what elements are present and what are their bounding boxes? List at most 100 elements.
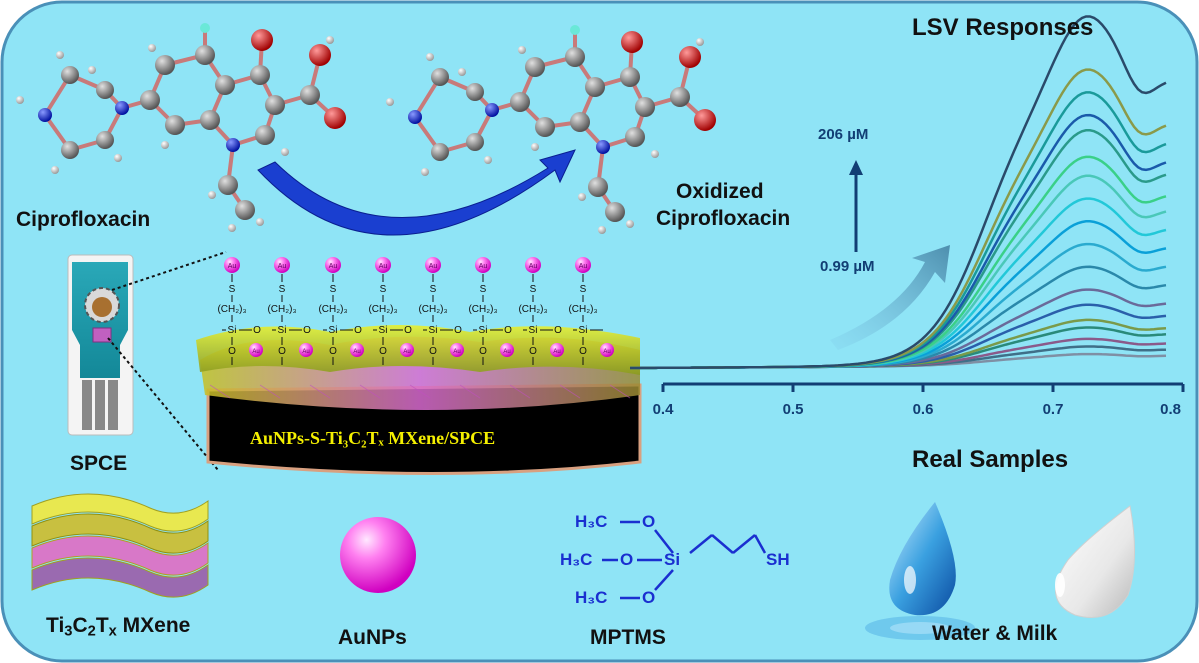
silicon-label: Si <box>379 325 388 336</box>
mptms-o-bot: O <box>642 588 656 607</box>
ch2-label: (CH₂)₃ <box>217 304 246 315</box>
silicon-label: Si <box>278 325 287 336</box>
oxygen-label: O <box>228 346 236 357</box>
au-nanoparticle-embedded <box>299 343 313 357</box>
mxene-ti: Ti <box>46 614 65 637</box>
sulfur-label: S <box>480 284 487 295</box>
au-nanoparticle <box>525 257 541 273</box>
water-milk-label: Water & Milk <box>932 622 1058 645</box>
silicon-label: Si <box>479 325 488 336</box>
au-label: Au <box>228 263 237 270</box>
chart-tick-label: 0.5 <box>783 401 804 418</box>
silicon-label: Si <box>329 325 338 336</box>
zoom-line-bottom <box>107 337 219 471</box>
mptms-h3c-top: H₃C <box>575 512 608 531</box>
increase-arrow <box>830 245 950 350</box>
chart-series <box>630 15 1167 370</box>
electrode-cap-label: AuNPs-S-Ti₃C₂Tₓ MXene/SPCE <box>250 428 496 448</box>
silicon-label: Si <box>529 325 538 336</box>
au-nanoparticle <box>274 257 290 273</box>
au-nanoparticle <box>575 257 591 273</box>
au-label: Au <box>553 349 560 355</box>
au-nanoparticle-embedded <box>500 343 514 357</box>
spce-strip <box>67 254 134 436</box>
sulfur-label: S <box>530 284 537 295</box>
chart-tick-label: 0.7 <box>1043 401 1064 418</box>
au-label: Au <box>353 349 360 355</box>
chart-tick-label: 0.8 <box>1160 401 1181 418</box>
oxidized-label-line2: Ciprofloxacin <box>656 207 791 230</box>
au-nanoparticle-embedded <box>249 343 263 357</box>
sulfur-label: S <box>279 284 286 295</box>
chart-x-ticks: 0.4 0.5 0.6 0.7 0.8 <box>653 384 1185 418</box>
oxygen-label: O <box>504 325 512 336</box>
chart-tick-label: 0.4 <box>653 401 675 418</box>
au-label: Au <box>329 263 338 270</box>
oxygen-label: O <box>479 346 487 357</box>
au-label: Au <box>379 263 388 270</box>
oxidized-label-line1: Oxidized <box>676 180 764 203</box>
oxygen-label: O <box>278 346 286 357</box>
mxene-sheets-icon <box>31 493 209 598</box>
silicon-label: Si <box>228 325 237 336</box>
au-label: Au <box>278 263 287 270</box>
mptms-structure-bonds <box>602 520 767 600</box>
ch2-label: (CH₂)₃ <box>568 304 597 315</box>
sulfur-label: S <box>580 284 587 295</box>
sulfur-label: S <box>430 284 437 295</box>
oxygen-label: O <box>404 325 412 336</box>
au-nanoparticle <box>475 257 491 273</box>
au-nanoparticle-embedded <box>350 343 364 357</box>
spce-label: SPCE <box>70 452 128 475</box>
concentration-arrow-head <box>849 160 863 175</box>
oxygen-label: O <box>579 346 587 357</box>
water-drop-icon <box>865 502 975 640</box>
au-nanoparticle-embedded <box>600 343 614 357</box>
oxidation-arrow <box>257 149 576 236</box>
mxene-label: Ti3C2Tx MXene <box>46 614 190 640</box>
oxygen-label: O <box>253 325 261 336</box>
aunp-sphere-icon <box>340 517 416 593</box>
mxene-c: C <box>72 614 88 637</box>
chart-title: LSV Responses <box>912 14 1094 41</box>
au-label: Au <box>403 349 410 355</box>
oxygen-label: O <box>329 346 337 357</box>
au-nanoparticle-embedded <box>450 343 464 357</box>
ch2-label: (CH₂)₃ <box>468 304 497 315</box>
sulfur-label: S <box>229 284 236 295</box>
oxygen-label: O <box>454 325 462 336</box>
au-label: Au <box>503 349 510 355</box>
oxygen-label: O <box>379 346 387 357</box>
mxene-sub1: 3 <box>64 623 73 640</box>
au-label: Au <box>429 263 438 270</box>
lsv-curve <box>630 15 1167 370</box>
mptms-o-mid: O <box>620 550 634 569</box>
silicon-label: Si <box>429 325 438 336</box>
concentration-high-label: 206 µM <box>818 126 869 143</box>
ch2-label: (CH₂)₃ <box>518 304 547 315</box>
milk-drop-icon <box>1055 505 1135 618</box>
au-nanoparticle <box>375 257 391 273</box>
ch2-label: (CH₂)₃ <box>267 304 296 315</box>
mxene-t: T <box>95 614 109 637</box>
sulfur-label: S <box>380 284 387 295</box>
oxygen-label: O <box>303 325 311 336</box>
oxygen-label: O <box>429 346 437 357</box>
au-label: Au <box>529 263 538 270</box>
ch2-label: (CH₂)₃ <box>368 304 397 315</box>
oxygen-label: O <box>554 325 562 336</box>
oxygen-label: O <box>354 325 362 336</box>
concentration-low-label: 0.99 µM <box>820 258 875 275</box>
chart-tick-label: 0.6 <box>913 401 934 418</box>
ciprofloxacin-label: Ciprofloxacin <box>16 208 151 231</box>
au-label: Au <box>479 263 488 270</box>
oxidized-ciprofloxacin-molecule <box>386 25 716 234</box>
mxene-sub2: 2 <box>87 623 96 640</box>
au-label: Au <box>252 349 259 355</box>
mptms-si: Si <box>664 550 681 569</box>
au-nanoparticle <box>325 257 341 273</box>
mptms-sh: SH <box>766 550 790 569</box>
real-samples-title: Real Samples <box>912 446 1069 473</box>
